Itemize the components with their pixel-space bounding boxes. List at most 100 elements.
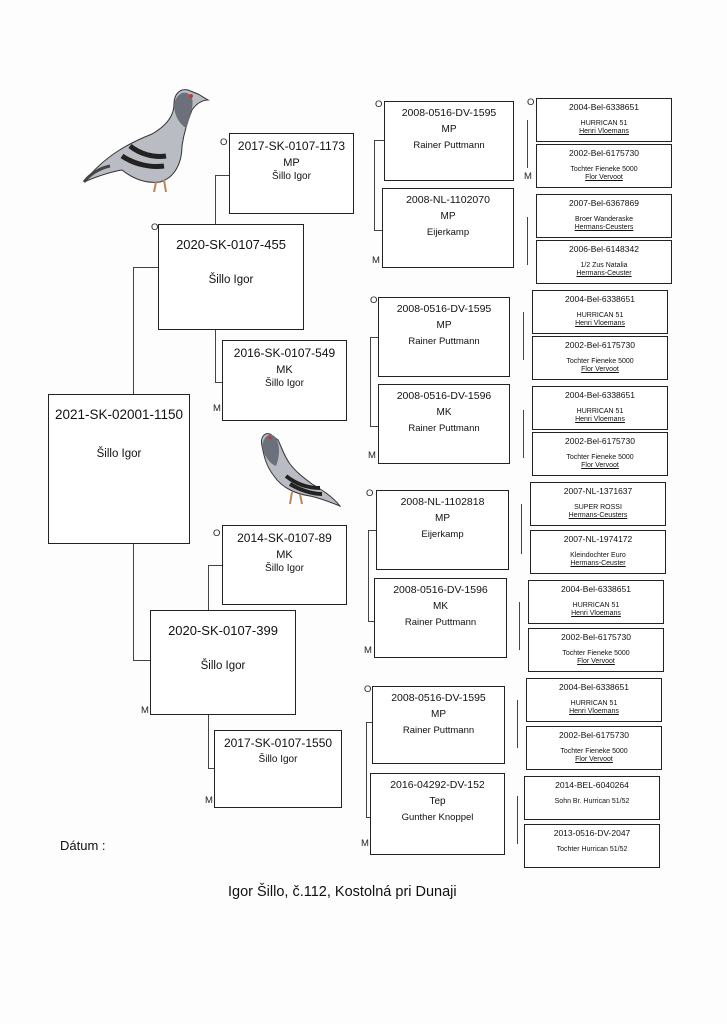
gg-grandparent-box: 2002-Bel-6175730 Tochter Fieneke 5000 Fl… <box>526 726 662 770</box>
gg-grandparent-box: 2007-NL-1974172 Kleindochter Euro Herman… <box>530 530 666 574</box>
dam-box: 2020-SK-0107-399 Šillo Igor <box>150 610 296 715</box>
owner: Rainer Puttmann <box>408 423 480 434</box>
connector <box>370 337 372 426</box>
dam-marker: M <box>141 705 149 716</box>
great-grandparent-box: 2008-0516-DV-1596 MK Rainer Puttmann <box>378 384 510 464</box>
dam-marker: M <box>361 838 369 849</box>
owner-line: Flor Vervoot <box>585 174 623 181</box>
owner: Šillo Igor <box>208 274 254 286</box>
gg-grandparent-box: 2004-Bel-6338651 HURRICAN 51 Henri Vloem… <box>528 580 664 624</box>
owner: Gunther Knoppel <box>401 812 474 823</box>
gg-grandparent-box: 2007-Bel-6367869 Broer Wanderaske Herman… <box>536 194 672 238</box>
gg-grandparent-box: 2004-Bel-6338651 HURRICAN 51 Henri Vloem… <box>526 678 662 722</box>
owner: Rainer Puttmann <box>413 140 485 151</box>
name-line: HURRICAN 51 <box>576 408 624 415</box>
ring-number: 2008-NL-1102818 <box>400 496 485 508</box>
owner-line: Hermans-Ceusters <box>568 512 628 519</box>
name-line: Kleindochter Euro <box>570 552 626 559</box>
connector <box>215 175 229 177</box>
connector <box>133 267 158 269</box>
connector <box>368 530 376 532</box>
connector <box>366 722 368 817</box>
connector <box>374 230 384 232</box>
ring-number: 2016-SK-0107-549 <box>233 346 336 360</box>
ring-number: 2008-NL-1102070 <box>406 194 490 206</box>
connector <box>519 602 521 650</box>
ring-number: 2008-0516-DV-1595 <box>401 107 497 119</box>
sire-marker: O <box>366 488 374 499</box>
sex-label: MK <box>436 407 452 418</box>
ring-number: 2007-Bel-6367869 <box>569 198 639 208</box>
ring-number: 2014-BEL-6040264 <box>555 780 629 790</box>
name-line: Tochter Hurrican 51/52 <box>556 846 628 853</box>
ring-number: 2008-0516-DV-1596 <box>393 584 488 596</box>
owner-line: Henri Vloemans <box>579 128 629 135</box>
ring-number: 2020-SK-0107-399 <box>168 623 278 638</box>
connector <box>208 565 222 567</box>
sire-marker: O <box>527 97 535 108</box>
connector <box>368 530 370 621</box>
ring-number: 2008-0516-DV-1595 <box>391 692 486 704</box>
sex-label: MP <box>283 157 300 169</box>
ring-number: 2020-SK-0107-455 <box>176 237 286 252</box>
grandparent-box: 2017-SK-0107-1550 Šillo Igor <box>214 730 342 808</box>
name-line: Tochter Fieneke 5000 <box>562 650 630 657</box>
sire-marker: O <box>151 222 159 233</box>
ring-number: 2004-Bel-6338651 <box>569 102 639 112</box>
sire-marker: O <box>370 295 378 306</box>
sire-marker: O <box>364 684 372 695</box>
owner-line: Hermans-Ceuster <box>570 560 626 567</box>
dam-marker: M <box>205 795 213 806</box>
connector <box>527 120 529 168</box>
ring-number: 2021-SK-02001-1150 <box>54 407 184 422</box>
sire-box: 2020-SK-0107-455 Šillo Igor <box>158 224 304 330</box>
great-grandparent-box: 2016-04292-DV-152 Tep Gunther Knoppel <box>370 773 505 855</box>
name-line: HURRICAN 51 <box>572 602 620 609</box>
pigeon-icon <box>261 433 342 508</box>
owner: Šillo Igor <box>265 563 304 574</box>
owner-line: Flor Vervoot <box>581 366 619 373</box>
sex-label: MK <box>433 601 448 612</box>
sex-label: MK <box>276 364 293 376</box>
connector <box>521 504 523 554</box>
ring-number: 2017-SK-0107-1550 <box>223 736 333 750</box>
gg-grandparent-box: 2014-BEL-6040264 Sohn Br. Hurrican 51/52 <box>524 776 660 820</box>
ring-number: 2013-0516-DV-2047 <box>553 828 631 838</box>
connector <box>517 700 519 748</box>
grandparent-box: 2016-SK-0107-549 MK Šillo Igor <box>222 340 347 421</box>
connector <box>527 217 529 265</box>
breeder-address: Igor Šillo, č.112, Kostolná pri Dunaji <box>228 884 457 900</box>
great-grandparent-box: 2008-NL-1102070 MP Eijerkamp <box>382 188 514 268</box>
owner: Šillo Igor <box>258 754 298 765</box>
ring-number: 2007-NL-1974172 <box>563 534 633 544</box>
ring-number: 2004-Bel-6338651 <box>565 294 635 304</box>
grandparent-box: 2017-SK-0107-1173 MP Šillo Igor <box>229 133 354 214</box>
sire-marker: O <box>220 137 228 148</box>
sex-label: MK <box>276 549 293 561</box>
name-line: HURRICAN 51 <box>580 120 628 127</box>
ring-number: 2002-Bel-6175730 <box>559 730 629 740</box>
owner: Rainer Puttmann <box>408 336 480 347</box>
connector <box>208 768 214 770</box>
owner-line: Hermans-Ceusters <box>574 224 634 231</box>
great-grandparent-box: 2008-0516-DV-1595 MP Rainer Puttmann <box>378 297 510 377</box>
ring-number: 2014-SK-0107-89 <box>237 531 332 545</box>
great-grandparent-box: 2008-0516-DV-1596 MK Rainer Puttmann <box>374 578 507 658</box>
connector <box>374 140 384 142</box>
ring-number: 2002-Bel-6175730 <box>565 340 635 350</box>
ring-number: 2006-Bel-6148342 <box>569 244 639 254</box>
owner-line: Henri Vloemans <box>569 708 619 715</box>
ring-number: 2002-Bel-6175730 <box>561 632 631 642</box>
connector <box>370 337 378 339</box>
connector <box>370 426 378 428</box>
dam-marker: M <box>364 645 372 656</box>
gg-grandparent-box: 2002-Bel-6175730 Tochter Fieneke 5000 Fl… <box>532 336 668 380</box>
pigeon-icon <box>82 89 210 193</box>
owner-line: Henri Vloemans <box>571 610 621 617</box>
name-line: Sohn Br. Hurrican 51/52 <box>554 798 630 805</box>
gg-grandparent-box: 2002-Bel-6175730 Tochter Fieneke 5000 Fl… <box>532 432 668 476</box>
ring-number: 2004-Bel-6338651 <box>559 682 629 692</box>
connector <box>517 796 519 844</box>
date-label: Dátum : <box>60 838 106 853</box>
ring-number: 2008-0516-DV-1596 <box>396 390 492 402</box>
